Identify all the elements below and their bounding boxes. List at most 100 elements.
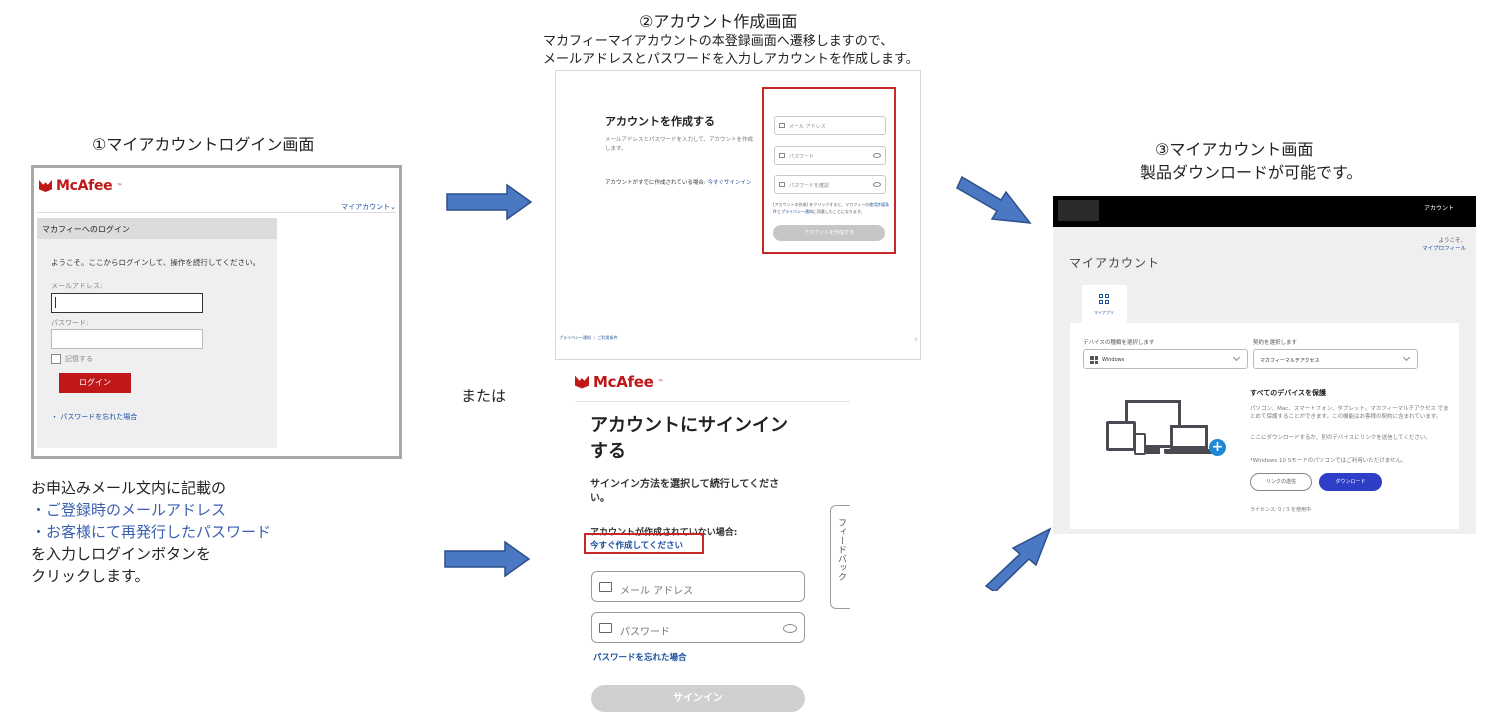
terms-text: [アカウントの作成] をクリックすると、マカフィーの使用許諾条件とプライバシー通…: [773, 201, 891, 215]
welcome-text: ようこそ、: [1438, 238, 1466, 244]
my-account-menu[interactable]: マイアカウント⌄: [341, 203, 396, 211]
highlight-box: [584, 533, 704, 554]
desc-line-email: ・ご登録時のメールアドレス: [31, 501, 227, 519]
privacy-notice-link[interactable]: プライバシー通知: [781, 209, 813, 214]
email-input[interactable]: メール アドレス: [591, 571, 805, 602]
desc-line: を入力しログインボタンを: [31, 545, 212, 563]
password-label: パスワード:: [51, 319, 89, 327]
already-text: アカウントがすでに作成されている場合:: [605, 180, 706, 186]
logo-tm: ™: [657, 378, 664, 386]
header-divider: [575, 401, 850, 402]
mcafee-shield-icon: [575, 375, 589, 389]
terms-part: に同意したことになります。: [812, 209, 865, 214]
sign-in-screen: McAfee ™ アカウントにサインイン する サインイン方法を選択して続行して…: [560, 365, 850, 721]
arrow-right-icon: [444, 540, 531, 578]
laptop-icon: [1170, 425, 1208, 449]
password-input[interactable]: パスワード: [591, 612, 805, 643]
feedback-tab[interactable]: フィードバック: [830, 505, 850, 609]
sign-in-heading: アカウントにサインイン する: [590, 413, 820, 465]
logo-text: McAfee: [593, 373, 654, 391]
login-header: マカフィーへのログイン: [37, 218, 277, 239]
create-now-link[interactable]: 今すぐ作成してください: [590, 541, 683, 551]
step3-subtitle: 製品ダウンロードが可能です。: [1140, 163, 1363, 182]
already-have-account: アカウントがすでに作成されている場合: 今すぐサインイン: [605, 178, 752, 186]
account-menu[interactable]: アカウント: [1423, 205, 1454, 212]
brand-logo: [1058, 200, 1099, 221]
choose-line: サインイン方法を選択して続行してくださ: [590, 479, 780, 490]
license-status: ライセンス: 0 / 3 を使用中: [1250, 507, 1311, 513]
header-divider: [37, 212, 396, 213]
password-input[interactable]: パスワード: [774, 146, 886, 165]
contract-label: 契約を選択します: [1253, 340, 1298, 346]
top-bar: [1053, 196, 1476, 227]
tab-my-apps[interactable]: マイアプリ: [1082, 285, 1127, 323]
eye-icon[interactable]: [873, 182, 881, 187]
step1-description: お申込みメール文内に記載の ・ご登録時のメールアドレス ・お客様にて再発行したパ…: [31, 477, 271, 587]
tab-label: マイアプリ: [1094, 310, 1114, 315]
remember-label: 記憶する: [65, 355, 93, 363]
phone-icon: [1134, 433, 1146, 455]
step2-subtitle: メールアドレスとパスワードを入力しアカウントを作成します。: [543, 52, 919, 67]
mcafee-shield-icon: [39, 180, 52, 192]
step2-title: ②アカウント作成画面: [639, 12, 798, 31]
heading-line: する: [590, 441, 626, 462]
lock-icon: [599, 623, 612, 633]
email-input[interactable]: [51, 293, 203, 313]
confirm-password-input[interactable]: パスワードを確認: [774, 175, 886, 194]
lock-icon: [779, 153, 785, 158]
password-input[interactable]: [51, 329, 203, 349]
device-type-label: デバイスの種類を選択します: [1083, 340, 1155, 346]
my-profile-link[interactable]: マイプロフィール: [1422, 246, 1466, 252]
welcome-block: ようこそ、 マイプロフィール: [1422, 237, 1466, 253]
chevron-down-icon: [1232, 353, 1241, 362]
download-button[interactable]: ダウンロード: [1319, 473, 1382, 491]
password-placeholder: パスワード: [789, 154, 815, 160]
apps-grid-icon: [1099, 294, 1109, 304]
choose-method-text: サインイン方法を選択して続行してくださ い。: [590, 478, 800, 506]
forgot-password-link[interactable]: ・ パスワードを忘れた場合: [51, 413, 138, 421]
footer-links[interactable]: プライバシー通知 ｜ ご利用条件: [559, 335, 618, 340]
choose-line: い。: [590, 493, 610, 504]
download-text: ここにダウンロードするか、別のデバイスにリンクを送信してください。: [1250, 435, 1431, 441]
step3-title: ③マイアカウント画面: [1155, 140, 1314, 159]
eye-icon[interactable]: [783, 624, 797, 633]
monitor-stand: [1146, 448, 1160, 454]
license-terms-link[interactable]: 使用許諾条件: [773, 202, 890, 214]
corner-mark: ©: [914, 337, 918, 342]
password-placeholder: パスワード: [620, 627, 670, 638]
device-type-select[interactable]: Windows: [1083, 349, 1248, 369]
forgot-password-link[interactable]: パスワードを忘れた場合: [593, 653, 687, 663]
arrow-down-right-icon: [956, 175, 1032, 224]
windows-icon: [1090, 356, 1098, 364]
confirm-placeholder: パスワードを確認: [789, 183, 830, 189]
create-account-screen: アカウントを作成する メールアドレスとパスワードを入力して、アカウントを作成しま…: [555, 70, 921, 360]
create-account-button[interactable]: アカウントを作成する: [773, 225, 885, 241]
windows-note: *Windows 10 Sモードのパソコンではご利用いただけません。: [1250, 458, 1407, 464]
plus-icon: +: [1209, 439, 1226, 456]
sign-in-button[interactable]: サインイン: [591, 685, 805, 712]
mail-icon: [779, 123, 785, 128]
send-link-button[interactable]: リンクの送信: [1250, 473, 1312, 491]
step2-subtitle: マカフィーマイアカウントの本登録画面へ遷移しますので、: [543, 34, 894, 49]
remember-checkbox[interactable]: [51, 354, 61, 364]
welcome-text: ようこそ。ここからログインして、操作を続行してください。: [51, 258, 260, 267]
create-account-text: メールアドレスとパスワードを入力して、アカウントを作成します。: [605, 137, 754, 152]
sign-in-now-link[interactable]: 今すぐサインイン: [707, 180, 752, 186]
protect-title: すべてのデバイスを保護: [1250, 389, 1327, 397]
terms-part: [アカウントの作成] をクリックすると、マカフィーの: [773, 202, 870, 207]
lock-icon: [779, 182, 785, 187]
apps-card: デバイスの種類を選択します Windows 契約を選択します マカフィーマルチア…: [1070, 323, 1459, 529]
heading-line: アカウントにサインイン: [590, 415, 788, 436]
protect-text: パソコン、Mac、スマートフォン、タブレット。マカフィーマルチアクセス でまとめ…: [1250, 406, 1449, 420]
logo-tm: ™: [116, 182, 123, 190]
arrow-right-icon: [446, 183, 533, 221]
email-input[interactable]: メール アドレス: [774, 116, 886, 135]
eye-icon[interactable]: [873, 153, 881, 158]
email-placeholder: メール アドレス: [789, 124, 826, 130]
desc-line-password: ・お客様にて再発行したパスワード: [31, 523, 272, 541]
create-account-heading: アカウントを作成する: [605, 115, 715, 128]
my-account-screen: アカウント ようこそ、 マイプロフィール マイアカウント マイアプリ デバイスの…: [1053, 196, 1476, 534]
or-text: または: [461, 387, 507, 405]
contract-select[interactable]: マカフィーマルチアクセス: [1253, 349, 1418, 369]
login-button[interactable]: ログイン: [59, 373, 131, 393]
